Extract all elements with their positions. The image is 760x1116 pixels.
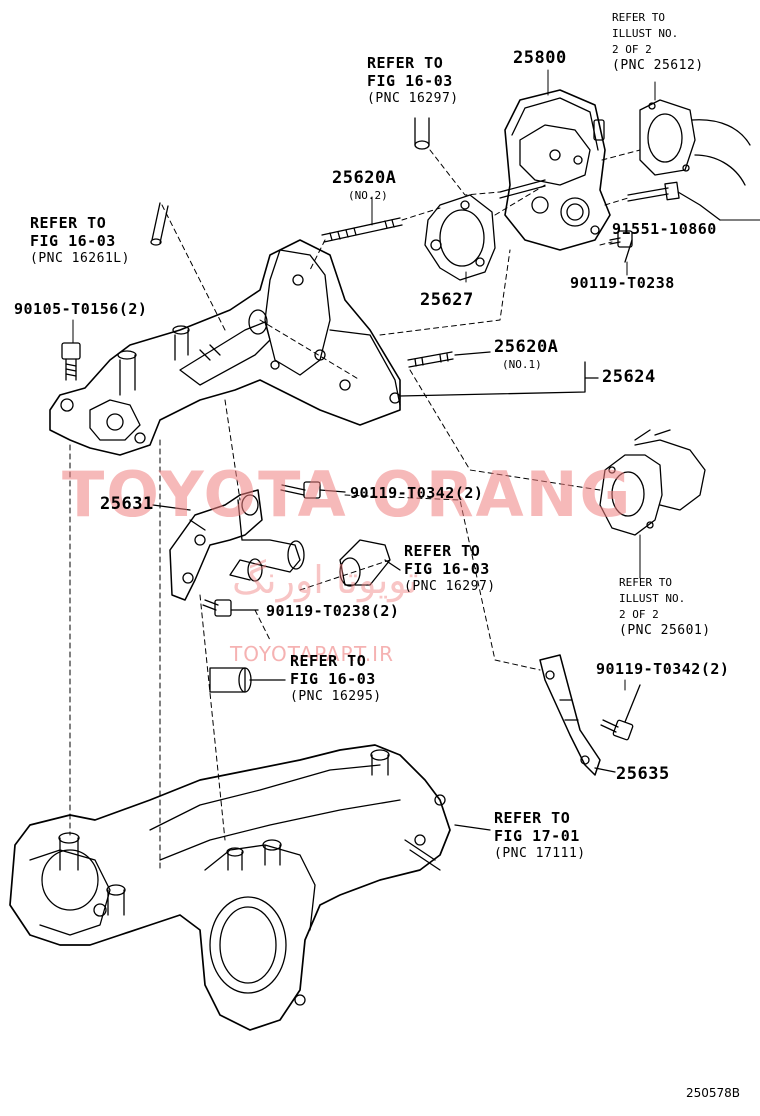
- label-no2: (NO.2): [348, 189, 388, 202]
- elbow-25601: [599, 429, 706, 536]
- water-bypass-pipe-25631: [169, 489, 305, 601]
- watermark-brand: TOYOTA ORANG: [62, 458, 633, 531]
- label-25620a-no1: 25620A: [494, 337, 559, 357]
- bolt-90119-t0342-mid: [280, 481, 346, 499]
- label-refer-25601: REFER TO ILLUST NO. 2 OF 2 (PNC 25601): [619, 576, 711, 638]
- watermark-site: TOYOTAPART.IR: [230, 642, 394, 666]
- figure-code: 250578B: [686, 1086, 741, 1100]
- label-refer-16261l: REFER TO FIG 16-03 (PNC 16261L): [30, 214, 130, 266]
- leader-25620a-no1: [454, 351, 491, 356]
- watermark-persian: تویوتا اورنگ: [232, 558, 419, 602]
- label-leaders: [72, 69, 760, 691]
- label-90105-t0156: 90105-T0156(2): [14, 300, 148, 318]
- label-25800: 25800: [513, 48, 567, 68]
- pipe-stub-16297-top: [414, 117, 430, 150]
- gasket-25627: [424, 194, 496, 281]
- stud-25620a-no2: [321, 217, 403, 243]
- label-25627: 25627: [420, 290, 474, 310]
- dashed-alignment-lines: [69, 149, 641, 871]
- label-90119-t0342-mid: 90119-T0342(2): [350, 484, 484, 502]
- bolt-90105: [61, 342, 81, 381]
- egr-valve-25800: [499, 89, 611, 251]
- egr-cooler-bracket-25624: [49, 239, 401, 456]
- bolt-90119-t0342-right: [600, 684, 641, 741]
- label-25624: 25624: [602, 367, 656, 387]
- bolt-90119-t0238-top: [609, 230, 633, 263]
- label-90119-t0238-mid: 90119-T0238(2): [266, 602, 400, 620]
- label-25635: 25635: [616, 764, 670, 784]
- label-refer-25612: REFER TO ILLUST NO. 2 OF 2 (PNC 25612): [612, 11, 704, 73]
- intake-manifold-17111: [9, 744, 451, 1031]
- label-91551-10860: 91551-10860: [612, 220, 717, 238]
- hose-16295: [209, 667, 286, 693]
- label-refer-16297-top: REFER TO FIG 16-03 (PNC 16297): [367, 54, 459, 106]
- leader-17111: [454, 824, 491, 831]
- leader-25631: [152, 504, 191, 511]
- gasket-25612: [639, 99, 751, 186]
- label-refer-16295: REFER TO FIG 16-03 (PNC 16295): [290, 652, 382, 704]
- label-refer-16297-mid: REFER TO FIG 16-03 (PNC 16297): [404, 542, 496, 594]
- label-no1: (NO.1): [502, 358, 542, 371]
- label-refer-17111: REFER TO FIG 17-01 (PNC 17111): [494, 809, 586, 861]
- leader-25624: [399, 361, 599, 397]
- stud-16261l: [150, 202, 169, 246]
- label-90119-t0238-top: 90119-T0238: [570, 274, 675, 292]
- label-25631: 25631: [100, 494, 154, 514]
- bolt-90119-t0238-mid: [202, 599, 259, 617]
- bracket-25635: [539, 654, 616, 776]
- bolt-91551: [627, 181, 721, 221]
- label-25620a-no2: 25620A: [332, 168, 397, 188]
- stud-25620a-no1: [407, 351, 454, 368]
- label-90119-t0342-right: 90119-T0342(2): [596, 660, 730, 678]
